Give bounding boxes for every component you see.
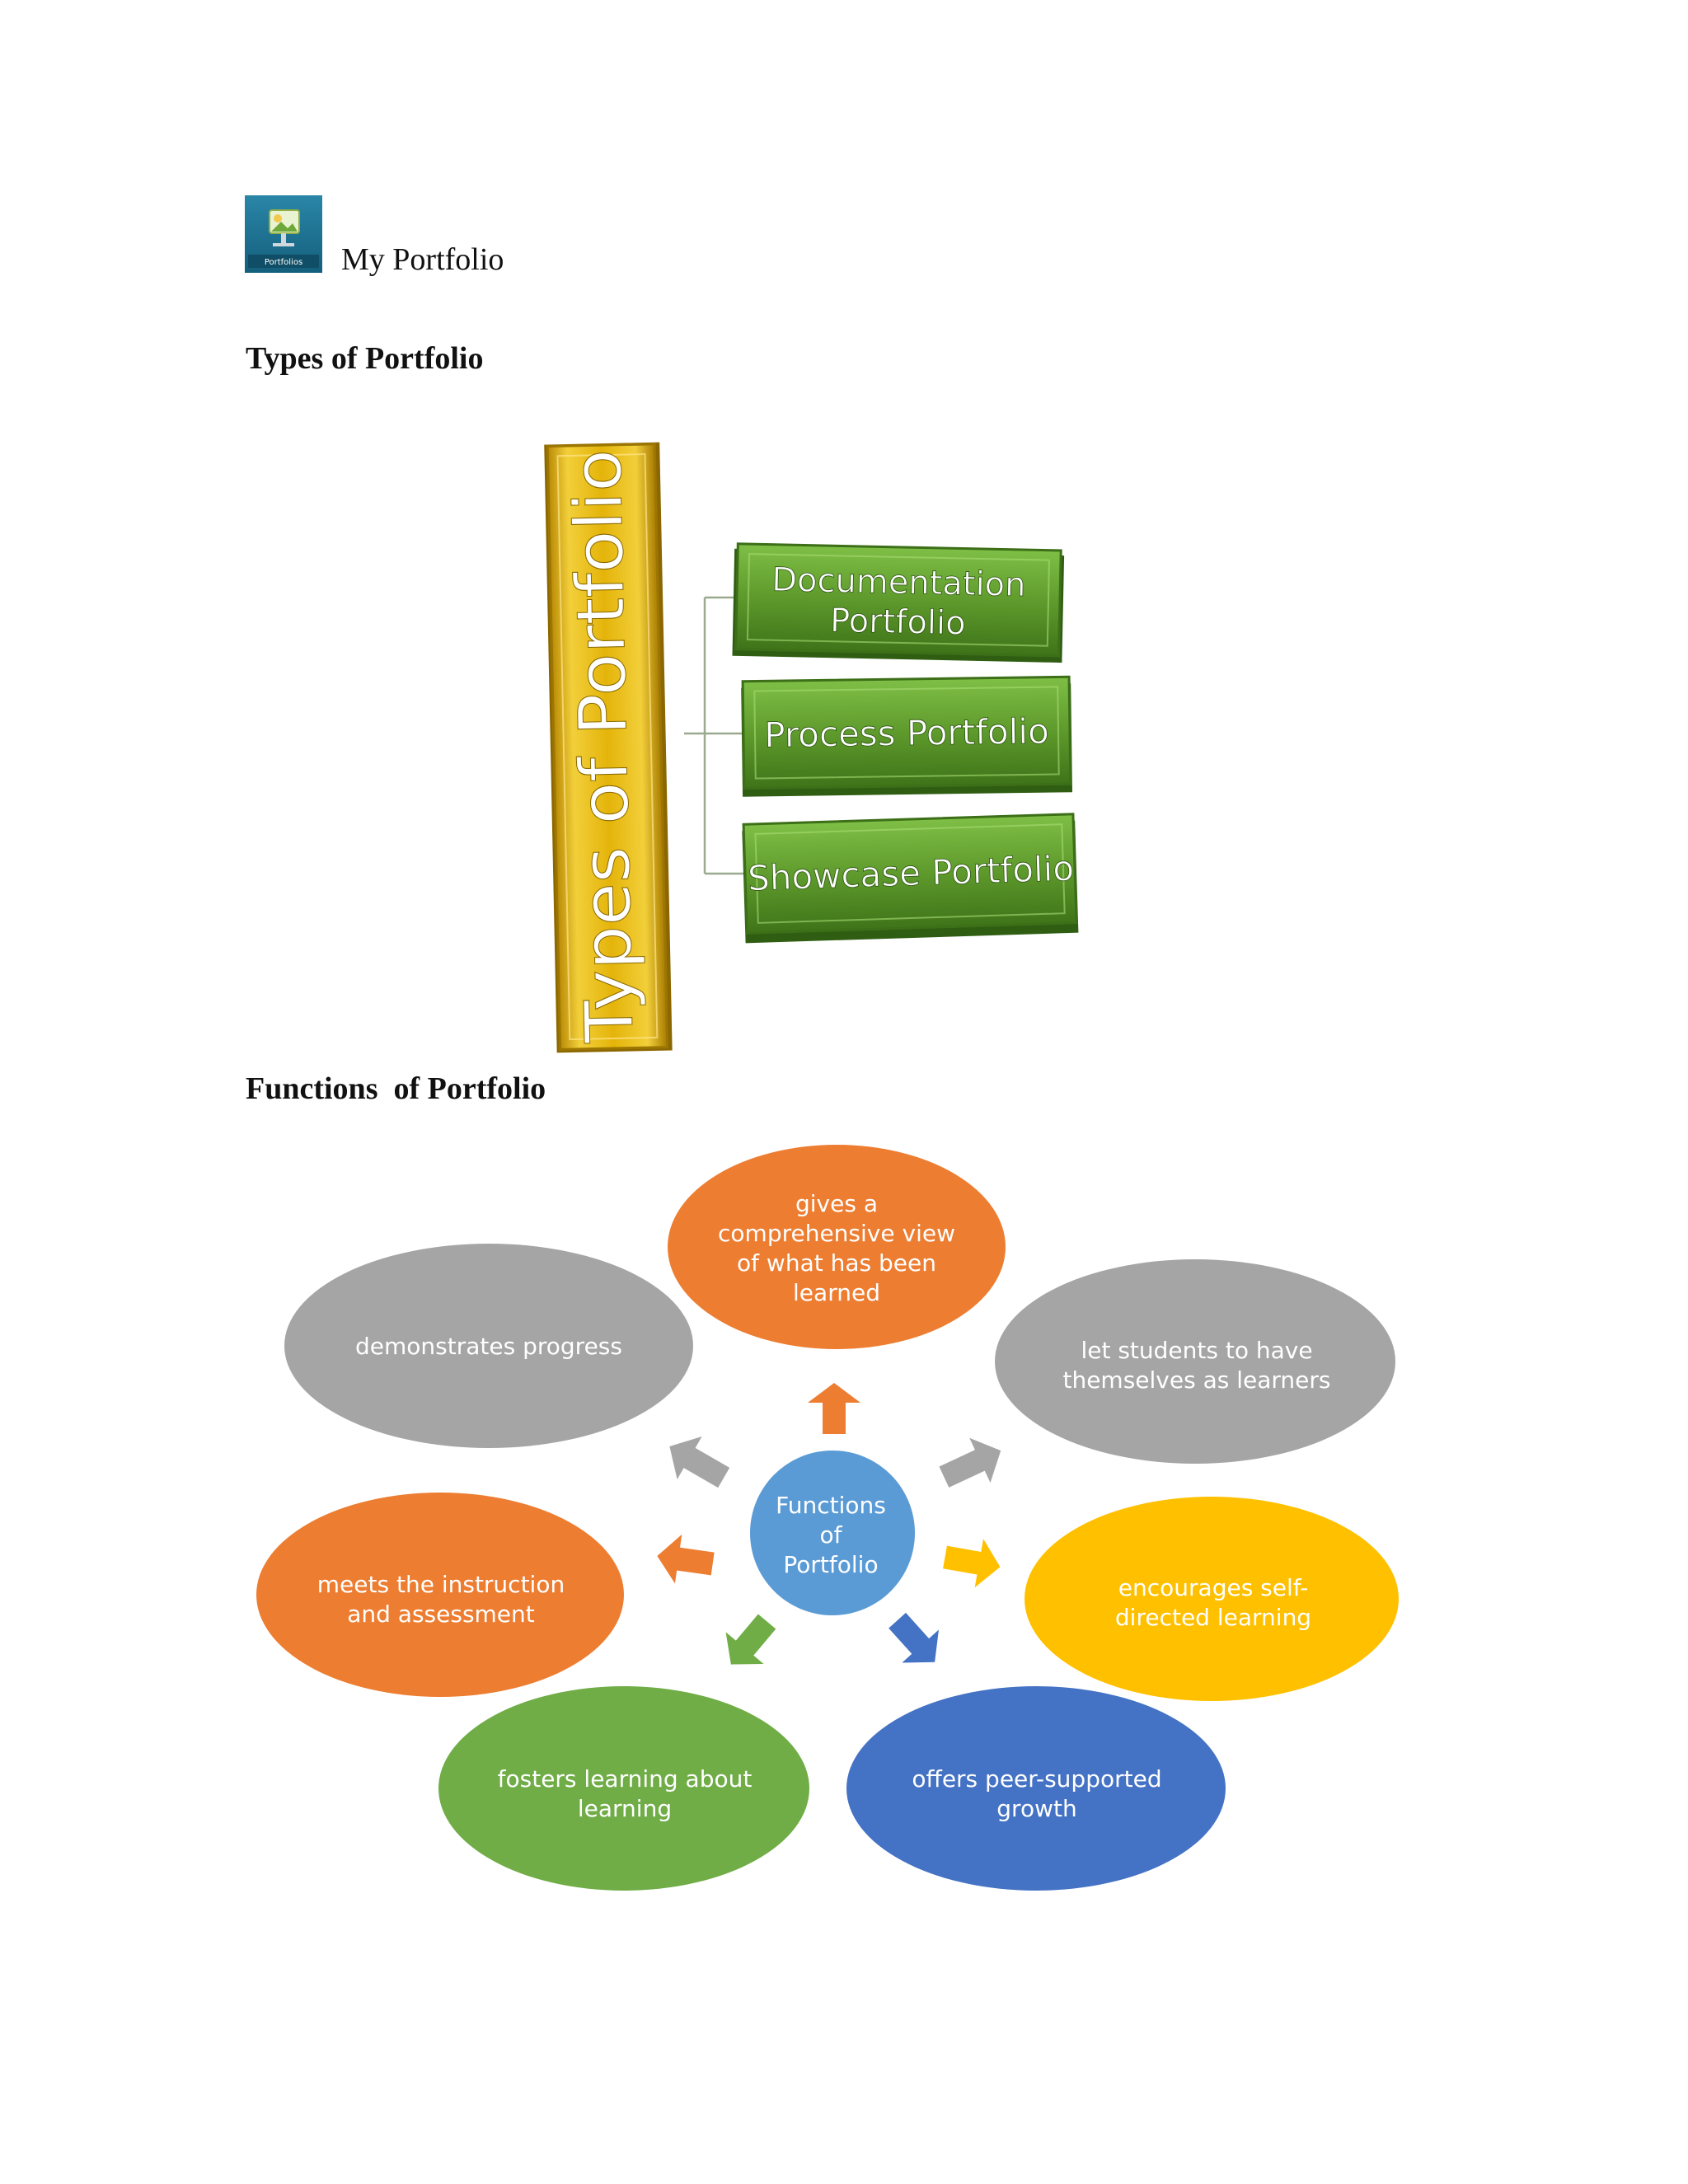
type-item-documentation: Documentation Portfolio [732, 542, 1065, 663]
type-item-showcase: Showcase Portfolio [742, 813, 1079, 944]
function-node-demonstrates-progress [284, 1244, 693, 1448]
type-item-line: Portfolio [830, 602, 966, 642]
node-label: encourages self- [1118, 1574, 1308, 1601]
functions-heading: Functions of Portfolio [246, 1071, 546, 1106]
node-label: learned [793, 1279, 880, 1306]
node-label: let students to have [1081, 1337, 1312, 1364]
center-label: Portfolio [783, 1551, 878, 1578]
node-label: meets the instruction [317, 1571, 565, 1598]
functions-diagram: gives a comprehensive view of what has b… [247, 1137, 1418, 1912]
page-title: My Portfolio [341, 242, 504, 277]
arrow-up-icon [808, 1383, 860, 1434]
type-item-line: Documentation [771, 561, 1026, 604]
types-heading: Types of Portfolio [246, 341, 484, 376]
arrow-lower-left-icon [725, 1614, 776, 1665]
types-root-label: Types of Portfolio [559, 448, 648, 1044]
icon-caption: Portfolios [265, 258, 302, 267]
type-item-line: Process Portfolio [764, 711, 1049, 756]
node-label: and assessment [347, 1601, 535, 1628]
types-root-box: Types of Portfolio [544, 442, 673, 1053]
function-node-students-as-learners [995, 1259, 1395, 1464]
function-node-peer-supported [846, 1686, 1226, 1891]
function-node-labels: gives a comprehensive view of what has b… [317, 1190, 1331, 1822]
arrow-upper-right-icon [939, 1437, 1001, 1488]
node-label: gives a [795, 1190, 878, 1217]
node-label: learning [578, 1795, 672, 1822]
center-label: of [820, 1521, 843, 1549]
portfolio-icon: Portfolios [245, 195, 322, 273]
node-label: growth [996, 1795, 1076, 1822]
node-label: directed learning [1115, 1604, 1311, 1631]
node-label: fosters learning about [498, 1765, 753, 1793]
node-label: comprehensive view [718, 1220, 955, 1247]
type-item-process: Process Portfolio [741, 675, 1073, 797]
center-label: Functions [776, 1492, 886, 1519]
connector-lines [684, 596, 743, 875]
arrow-right-icon [943, 1539, 1001, 1588]
types-diagram: Types of Portfolio Documentation Portfol… [536, 429, 1096, 1055]
node-label: offers peer-supported [912, 1765, 1161, 1793]
node-label: of what has been [737, 1249, 936, 1277]
function-node-instruction-assessment [256, 1493, 624, 1697]
function-node-self-directed [1025, 1497, 1399, 1701]
node-label: demonstrates progress [355, 1333, 622, 1360]
arrow-left-icon [657, 1534, 715, 1584]
functions-center-node [750, 1451, 915, 1615]
node-label: themselves as learners [1062, 1366, 1330, 1394]
function-node-comprehensive-view [668, 1145, 1006, 1349]
function-node-learning-about-learning [438, 1686, 809, 1891]
arrow-lower-right-icon [889, 1612, 939, 1663]
arrow-upper-left-icon [669, 1436, 730, 1488]
